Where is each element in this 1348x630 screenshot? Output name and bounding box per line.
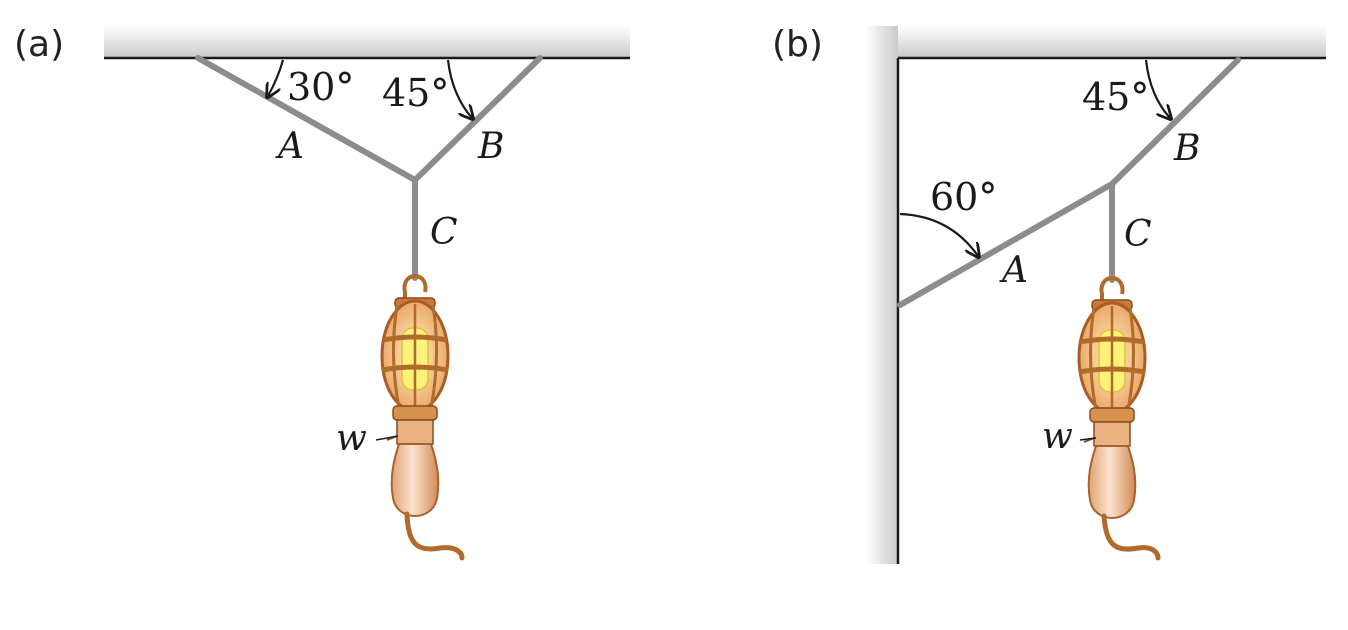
rope-a-a xyxy=(195,55,418,183)
angle-arc-30 xyxy=(268,59,285,96)
weight-pointer-a xyxy=(375,435,399,441)
angle-label-30: 30° xyxy=(287,65,354,109)
lamp-cord-a xyxy=(404,511,465,561)
rope-label-a-b: A xyxy=(999,250,1028,291)
ceiling-b xyxy=(866,26,1326,58)
figure-a: (a) 30° 45° A B C w xyxy=(14,24,630,561)
angle-label-45-a: 45° xyxy=(382,71,449,115)
panel-label-b: (b) xyxy=(772,24,823,65)
rope-label-b-b: B xyxy=(1173,128,1200,169)
rope-label-c-b: C xyxy=(1124,214,1152,255)
lamp-cord-b xyxy=(1101,513,1161,561)
lamp-b xyxy=(1079,278,1145,518)
rope-a-b xyxy=(897,181,1115,308)
rope-label-c-a: C xyxy=(430,212,458,253)
angle-arc-60 xyxy=(899,212,978,256)
rope-label-b-a: B xyxy=(477,126,504,167)
angle-label-45-b: 45° xyxy=(1082,75,1149,119)
lamp-a xyxy=(382,276,448,516)
figure-b: (b) 45° 60° A B C w xyxy=(772,24,1326,564)
angle-arc-45-b xyxy=(1144,59,1170,118)
wall-b xyxy=(866,26,898,564)
weight-pointer-b xyxy=(1079,437,1097,441)
rope-b-a xyxy=(412,55,543,183)
weight-label-b: w xyxy=(1042,416,1073,457)
ceiling-a xyxy=(104,26,630,58)
rope-b-b xyxy=(1109,57,1241,187)
weight-label-a: w xyxy=(336,418,367,459)
angle-label-60: 60° xyxy=(930,175,997,219)
angle-arc-45-a xyxy=(446,59,472,118)
panel-label-a: (a) xyxy=(14,24,64,65)
rope-label-a-a: A xyxy=(275,126,304,167)
